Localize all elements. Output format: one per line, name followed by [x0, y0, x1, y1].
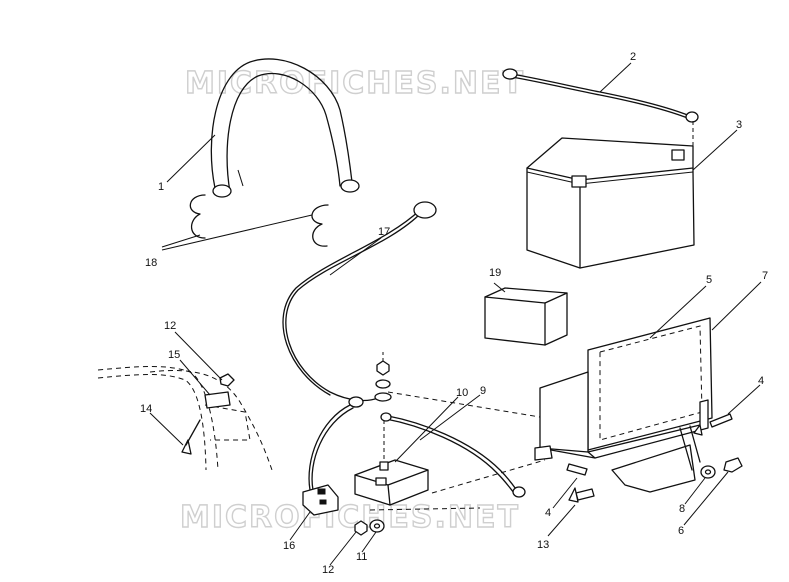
- callout-17: 17: [378, 226, 390, 238]
- callout-15: 15: [168, 349, 180, 361]
- battery: [526, 137, 695, 269]
- relay-module: [354, 420, 429, 506]
- callout-10: 10: [456, 387, 468, 399]
- callout-2: 2: [630, 51, 636, 63]
- terminal-hardware: [374, 352, 392, 402]
- callout-16: 16: [283, 540, 295, 552]
- callout-19: 19: [489, 267, 501, 279]
- callout-9: 9: [480, 385, 486, 397]
- callout-12-bottom: 12: [322, 564, 334, 576]
- callout-12-top: 12: [164, 320, 176, 332]
- callout-3: 3: [736, 119, 742, 131]
- battery-tray: [534, 371, 709, 493]
- callout-1: 1: [158, 181, 164, 193]
- hardware-bolts: [566, 413, 743, 503]
- frame-section: [97, 366, 273, 471]
- strap-hooks: [189, 194, 329, 247]
- callout-6: 6: [678, 525, 684, 537]
- callout-4-right: 4: [758, 375, 764, 387]
- callout-4-bottom: 4: [545, 507, 551, 519]
- callout-11: 11: [356, 551, 367, 563]
- watermark-bottom: MICROFICHES.NET: [180, 500, 520, 535]
- callout-5: 5: [706, 274, 712, 286]
- callout-numbers: 1 2 3 4 4 5 6 7 8 9 10 11 12 12 13 14 15…: [140, 51, 768, 576]
- ground-wire: [380, 412, 526, 498]
- callout-13: 13: [537, 539, 549, 551]
- battery-cable-long: [282, 201, 437, 408]
- battery-spacer-block: [484, 287, 568, 346]
- callout-8: 8: [679, 503, 685, 515]
- bottom-hardware: [354, 519, 385, 536]
- callout-18: 18: [145, 257, 157, 269]
- leader-lines: [149, 62, 762, 566]
- callout-14: 14: [140, 403, 152, 415]
- watermark-top: MICROFICHES.NET: [185, 66, 525, 101]
- callout-7: 7: [762, 270, 768, 282]
- starter-solenoid: [302, 404, 354, 516]
- alignment-lines: [369, 391, 546, 511]
- battery-strap: [210, 58, 360, 198]
